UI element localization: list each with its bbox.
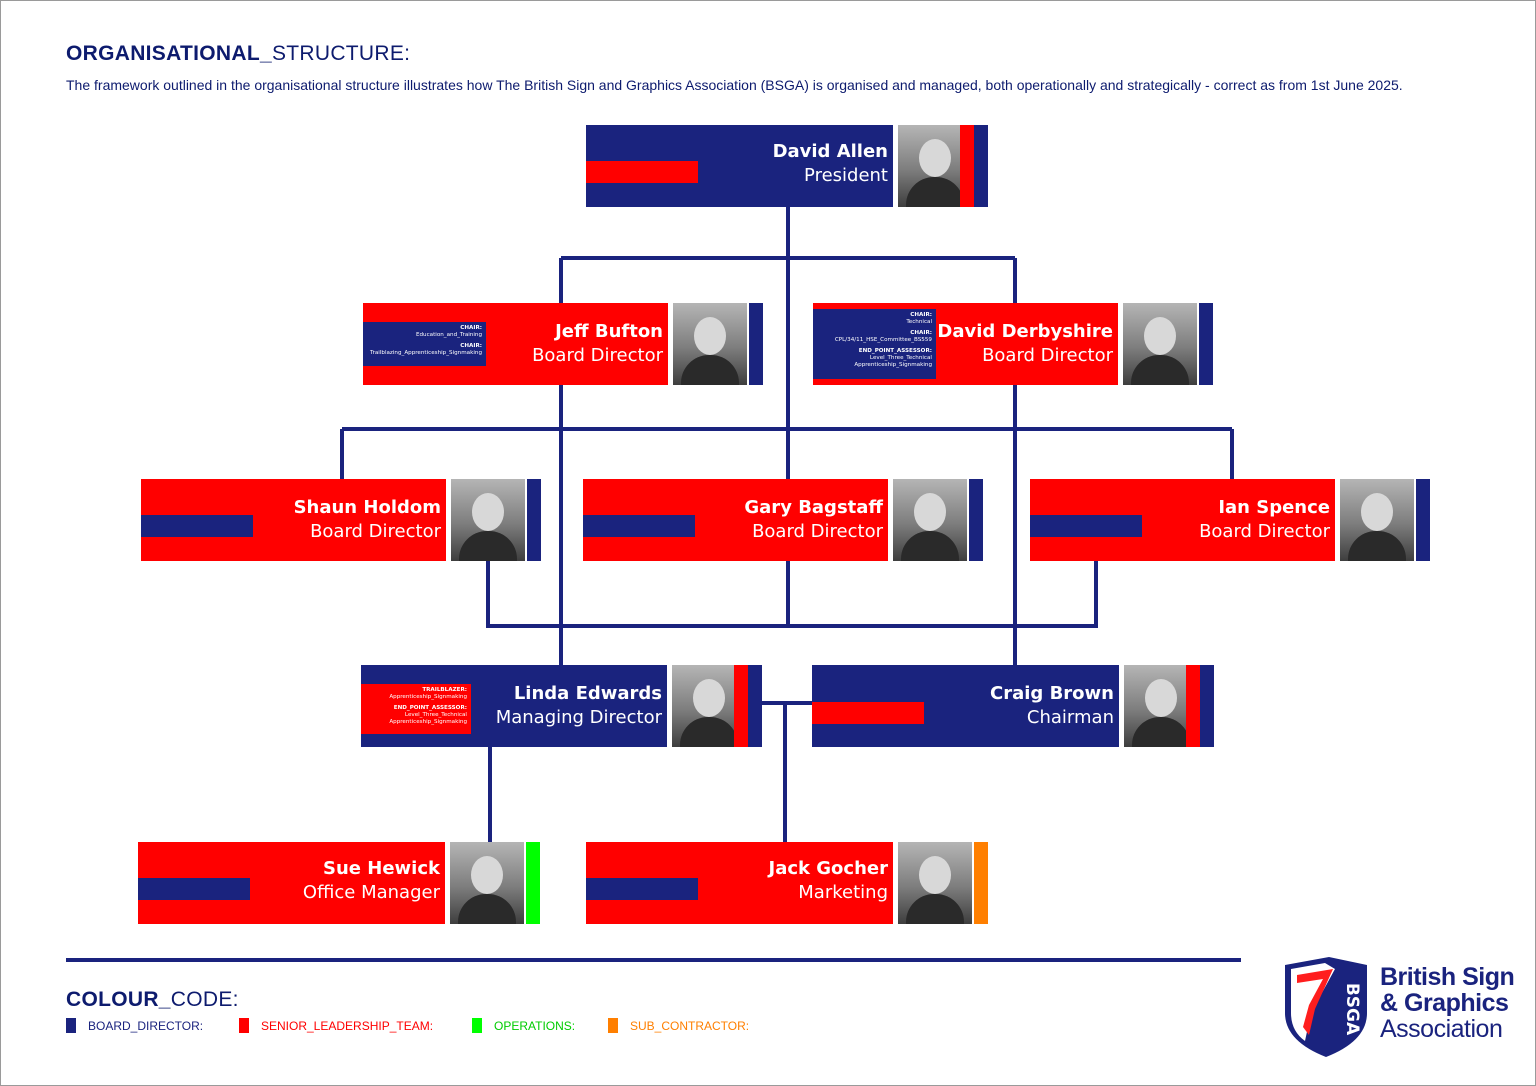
- legend-swatch: [608, 1018, 618, 1033]
- person-photo: [1124, 665, 1198, 747]
- legend-label: BOARD_DIRECTOR:: [88, 1018, 204, 1033]
- card-jeff-bufton: CHAIR: Education_and_Training CHAIR: Tra…: [363, 303, 763, 385]
- person-photo: [450, 842, 524, 924]
- color-code-bar: [526, 842, 540, 924]
- color-code-bar: [974, 842, 988, 924]
- color-code-bar: [749, 303, 763, 385]
- person-role: President: [804, 165, 888, 186]
- color-code-bar: [1416, 479, 1430, 561]
- card-ian-spence: Ian Spence Board Director: [1030, 479, 1430, 561]
- footer-divider: [66, 958, 1241, 962]
- card-craig-brown: Craig Brown Chairman: [812, 665, 1214, 747]
- person-role: Board Director: [532, 345, 663, 366]
- color-code-bar: [969, 479, 983, 561]
- person-photo: [1340, 479, 1414, 561]
- color-code-bar: [748, 665, 762, 747]
- person-name: David Derbyshire: [937, 321, 1113, 342]
- color-code-bar: [527, 479, 541, 561]
- responsibility-note: TRAILBLAZER: Apprenticeship_Signmaking E…: [361, 684, 471, 734]
- person-role: Board Director: [310, 521, 441, 542]
- person-name: David Allen: [772, 141, 888, 162]
- person-photo: [451, 479, 525, 561]
- card-shaun-holdom: Shaun Holdom Board Director: [141, 479, 541, 561]
- legend-swatch: [66, 1018, 76, 1033]
- person-name: Linda Edwards: [513, 683, 662, 704]
- legend-label: SUB_CONTRACTOR:: [630, 1018, 750, 1033]
- person-name: Jack Gocher: [768, 858, 888, 879]
- person-name: Craig Brown: [990, 683, 1114, 704]
- legend-label: OPERATIONS:: [494, 1018, 576, 1033]
- logo-line-1: British Sign: [1380, 963, 1515, 991]
- page-title: ORGANISATIONAL_STRUCTURE:: [66, 42, 410, 66]
- person-photo: [672, 665, 746, 747]
- person-role: Chairman: [1026, 707, 1114, 728]
- legend-swatch: [239, 1018, 249, 1033]
- color-code-bar: [960, 125, 974, 207]
- legend-board-director: BOARD_DIRECTOR:: [66, 1018, 203, 1033]
- color-code-bar: [1186, 665, 1200, 747]
- bsga-shield-logo: BSGA: [1285, 957, 1367, 1057]
- legend-swatch: [472, 1018, 482, 1033]
- responsibility-note: CHAIR: Education_and_Training CHAIR: Tra…: [363, 322, 486, 366]
- person-photo: [673, 303, 747, 385]
- person-role: Marketing: [798, 882, 888, 903]
- colour-code-title: COLOUR_CODE:: [66, 988, 239, 1011]
- color-code-bar: [734, 665, 748, 747]
- card-jack-gocher: Jack Gocher Marketing: [586, 842, 988, 924]
- person-name: Ian Spence: [1218, 497, 1330, 518]
- card-david-derbyshire: CHAIR: Technical CHAIR: CPL/34/11_HSE_Co…: [813, 303, 1213, 385]
- person-name: Gary Bagstaff: [744, 497, 883, 518]
- person-photo: [893, 479, 967, 561]
- logo-line-3: Association: [1380, 1015, 1503, 1043]
- logo-wordmark: British Sign & Graphics Association: [1380, 963, 1515, 1043]
- person-photo: [898, 125, 972, 207]
- card-gary-bagstaff: Gary Bagstaff Board Director: [583, 479, 983, 561]
- shield-text: BSGA: [1342, 983, 1362, 1036]
- legend-senior-leadership: SENIOR_LEADERSHIP_TEAM:: [239, 1018, 433, 1033]
- logo-line-2: & Graphics: [1380, 989, 1509, 1017]
- card-linda-edwards: TRAILBLAZER: Apprenticeship_Signmaking E…: [361, 665, 762, 747]
- legend-operations: OPERATIONS:: [472, 1018, 575, 1033]
- person-role: Office Manager: [302, 882, 440, 903]
- page-description: The framework outlined in the organisati…: [66, 77, 1403, 93]
- title-rest: STRUCTURE:: [271, 42, 411, 65]
- person-photo: [1123, 303, 1197, 385]
- title-bold: ORGANISATIONAL_: [66, 42, 272, 65]
- person-name: Shaun Holdom: [293, 497, 441, 518]
- responsibility-note: CHAIR: Technical CHAIR: CPL/34/11_HSE_Co…: [813, 309, 936, 379]
- color-code-bar: [1199, 303, 1213, 385]
- person-role: Board Director: [1199, 521, 1330, 542]
- person-role: Managing Director: [495, 707, 662, 728]
- color-code-bar: [1200, 665, 1214, 747]
- legend-sub-contractor: SUB_CONTRACTOR:: [608, 1018, 749, 1033]
- card-sue-hewick: Sue Hewick Office Manager: [138, 842, 540, 924]
- person-role: Board Director: [982, 345, 1113, 366]
- person-name: Sue Hewick: [323, 858, 440, 879]
- color-code-bar: [974, 125, 988, 207]
- card-david-allen: David Allen President: [586, 125, 988, 207]
- person-photo: [898, 842, 972, 924]
- legend-label: SENIOR_LEADERSHIP_TEAM:: [261, 1018, 434, 1033]
- person-name: Jeff Bufton: [555, 321, 663, 342]
- person-role: Board Director: [752, 521, 883, 542]
